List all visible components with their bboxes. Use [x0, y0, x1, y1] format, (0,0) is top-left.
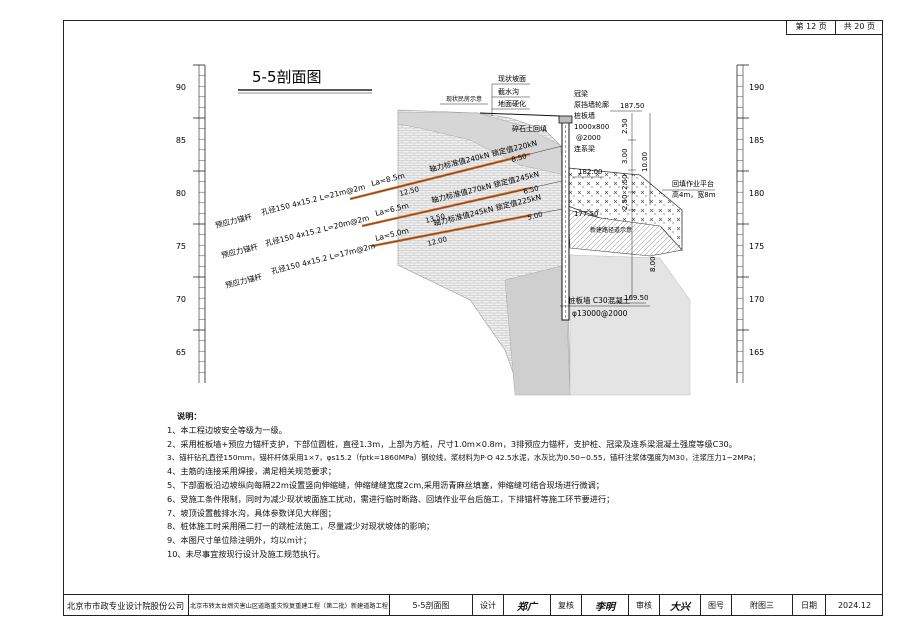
dim-250a: 2.50 — [621, 118, 629, 134]
scale-left-85: 85 — [176, 136, 186, 145]
note-line: 4、主筋的连接采用焊接，满足相关规范要求； — [167, 466, 336, 477]
anchor-row-1 — [349, 145, 563, 201]
anchor-2-name: 预应力锚杆 — [220, 241, 259, 260]
scale-left-75: 75 — [176, 242, 186, 251]
label-pile-bottom-1: 桩板墙 C30混凝土 — [568, 295, 631, 305]
anchor-row-2 — [361, 180, 563, 228]
anchor-3-name: 预应力锚杆 — [224, 271, 263, 290]
design-signature: 郑广 — [504, 595, 551, 616]
label-new-road: 新建路径道示意 — [590, 226, 632, 234]
note-line: 3、锚杆钻孔直径150mm，锚杆杆体采用1×7，φs15.2（fptk=1860… — [167, 453, 760, 463]
left-scale-ruler — [193, 64, 206, 383]
title-block: 北京市市政专业设计院股份公司 北京市转太台燃灾害山区道路重灾恢复重建工程（第二批… — [63, 594, 883, 616]
scale-right-180: 180 — [749, 189, 764, 198]
note-line: 5、下部面板沿边坡纵向每隔22m设置竖向伸缩缝，伸缩缝缝宽度2cm,采用沥青麻丝… — [167, 479, 604, 490]
elev-mid: 182.00 — [578, 168, 603, 176]
label-pile-bottom-2: φ13000@2000 — [572, 309, 628, 318]
label-tie-beam: 连系梁 — [574, 144, 595, 153]
scale-left-80: 80 — [176, 189, 186, 198]
project-name: 北京市转太台燃灾害山区道路重灾恢复重建工程（第二批）新建道路工程 — [189, 595, 390, 616]
label-pile-spacing: @2000 — [576, 134, 601, 142]
anchor-1-bond-length: 8.50 — [511, 152, 528, 164]
anchor-2-spec: 孔径150 4x15.2 L=20m@2m — [264, 212, 370, 248]
soil-layer-rock — [504, 264, 571, 396]
anchor-row-3 — [371, 208, 563, 248]
dim-250b: 2.50 — [621, 174, 629, 190]
scale-left-65: 65 — [176, 348, 186, 357]
page-number: 第 12 页 共 20 页 — [786, 20, 883, 35]
section-title: 5-5剖面图 — [252, 68, 322, 86]
scale-right-175: 175 — [749, 242, 764, 251]
notes-heading: 说明： — [177, 411, 202, 421]
scale-right-170: 170 — [749, 295, 764, 304]
page-current: 第 12 页 — [795, 22, 827, 31]
elev-177: 177.50 — [574, 210, 599, 218]
design-label: 设计 — [473, 595, 504, 616]
design-notes: 说明： 1、本工程边坡安全等级为一级。 2、采用桩板墙+预应力锚杆支护，下部位圆… — [167, 410, 807, 562]
dim-300: 3.00 — [621, 148, 629, 164]
note-line: 9、本图尺寸单位除注明外，均以m计； — [167, 535, 312, 546]
scale-right-190: 190 — [749, 83, 764, 92]
anchor-3-spec: 孔径150 4x15.2 L=17m@2m — [270, 240, 376, 276]
label-platform-2: 高4m，宽8m — [672, 190, 716, 199]
date-value: 2024.12 — [837, 601, 872, 610]
review-signature: 李明 — [582, 595, 629, 616]
note-line: 2、采用桩板墙+预应力锚杆支护，下部位圆桩，直径1.3m，上部为方桩，尺寸1.0… — [167, 438, 737, 449]
check-label: 审核 — [629, 595, 660, 616]
label-survey-house: 现状民房示意 — [446, 95, 482, 103]
label-rubble: 碎石土回填 — [512, 124, 547, 133]
scale-right-165: 165 — [749, 348, 764, 357]
elev-bottom: 169.50 — [624, 294, 649, 302]
label-platform-1: 回填作业平台 — [672, 179, 714, 188]
note-line: 8、桩体施工时采用隔二打一的跳桩法施工，尽量减少对现状坡体的影响； — [167, 521, 435, 532]
figure-label: 图号 — [701, 595, 732, 616]
scale-left-90: 90 — [176, 83, 186, 92]
right-scale-ruler — [736, 64, 749, 383]
label-retaining: 原挡墙轮廓 — [574, 100, 609, 109]
elev-top: 187.50 — [620, 102, 645, 110]
crown-beam — [558, 115, 573, 124]
anchor-3-bond-length: 5.00 — [527, 210, 544, 222]
page-total: 共 20 页 — [834, 20, 883, 34]
label-slope-top-3: 地面硬化 — [498, 99, 526, 108]
anchor-1-name: 预应力锚杆 — [214, 211, 253, 230]
review-label: 复核 — [551, 595, 582, 616]
note-line: 6、受施工条件限制，同时为减少现状坡面施工扰动，需进行临时断路、回填作业平台后施… — [167, 493, 615, 504]
soil-layer-upper — [397, 111, 566, 176]
dim-1000: 10.00 — [641, 152, 649, 172]
anchor-2-bond-length: 6.50 — [523, 184, 540, 196]
label-slope-top-2: 截水沟 — [498, 87, 519, 96]
drawing-name: 5-5剖面图 — [390, 595, 473, 616]
scale-left-70: 70 — [176, 295, 186, 304]
note-line: 7、坡顶设置截排水沟，具体参数详见大样图； — [167, 507, 336, 518]
note-line: 1、本工程边坡安全等级为一级。 — [167, 424, 287, 435]
label-slope-top-1: 现状坡面 — [498, 74, 526, 83]
new-road-base — [567, 209, 683, 257]
label-crown-beam: 冠梁 — [574, 89, 588, 98]
dim-250c: 2.50 — [621, 194, 629, 210]
scale-right-185: 185 — [749, 136, 764, 145]
figure-number: 附图三 — [732, 595, 793, 616]
label-pile-wall: 桩板墙 — [574, 111, 595, 120]
lower-ground — [569, 254, 691, 396]
label-pile-size: 1000x800 — [574, 123, 609, 131]
check-signature: 大兴 — [660, 595, 701, 616]
dimension-chain — [628, 113, 651, 300]
note-line: 10、未尽事宜按现行设计及施工规范执行。 — [167, 548, 325, 559]
company-name: 北京市市政专业设计院股份公司 — [63, 595, 189, 616]
date-label: 日期 — [793, 595, 826, 616]
drawing-frame — [63, 20, 883, 616]
dim-800: 8.00 — [649, 256, 657, 272]
